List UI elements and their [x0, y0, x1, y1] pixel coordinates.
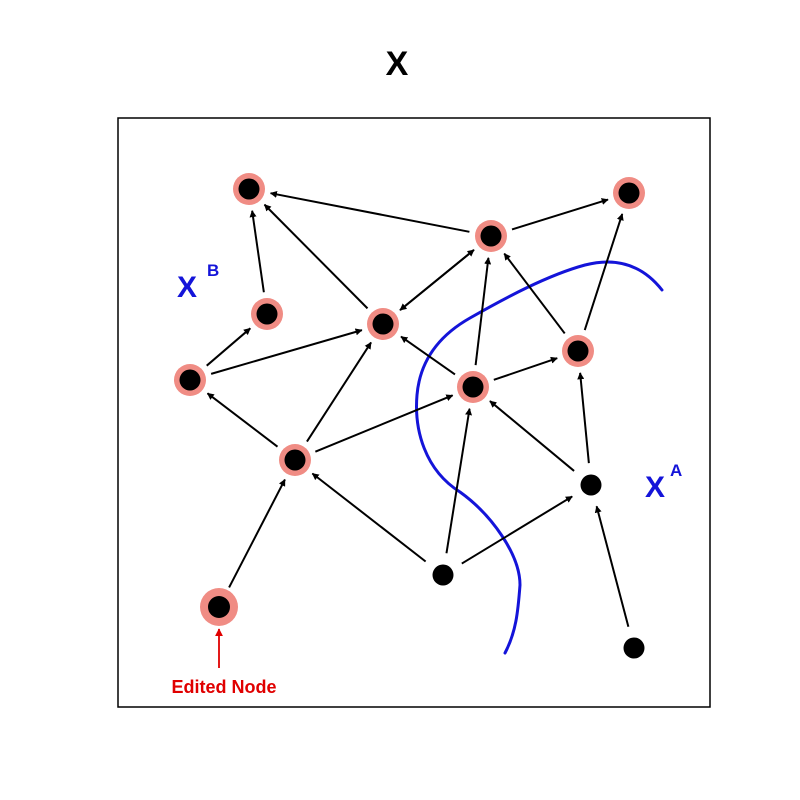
edge-n13-to-n8 [577, 372, 590, 464]
diagram-title: X [386, 45, 409, 83]
edge-n9-to-n6 [206, 392, 279, 448]
set-label-xb: X [177, 271, 197, 304]
edited-node-n11 [200, 588, 238, 626]
node-n14 [623, 637, 645, 659]
node-dot [618, 182, 640, 204]
node-dot [284, 449, 306, 471]
nodes-layer [174, 173, 645, 659]
node-n2 [613, 177, 645, 209]
node-dot [179, 369, 201, 391]
graph-frame [117, 117, 711, 708]
node-dot [623, 637, 645, 659]
edge-n9-to-n7 [314, 394, 454, 453]
set-label-xa: X [645, 471, 665, 504]
node-dot [256, 303, 278, 325]
edge-n6-to-n5 [210, 328, 363, 375]
edge-n5-to-n3 [399, 249, 475, 311]
node-dot [567, 340, 589, 362]
edge-n12-to-n13 [461, 495, 573, 565]
set-label-xa-superscript: A [670, 461, 682, 480]
node-n6 [174, 364, 206, 396]
node-dot [432, 564, 454, 586]
edge-n11-to-n9 [228, 478, 286, 588]
node-dot [462, 376, 484, 398]
edited-node-label: Edited Node [171, 677, 276, 697]
node-n12 [432, 564, 454, 586]
node-n7 [457, 371, 489, 403]
node-n3 [475, 220, 507, 252]
edge-n13-to-n7 [489, 400, 575, 472]
node-n8 [562, 335, 594, 367]
node-dot [372, 313, 394, 335]
edge-n3-to-n2 [511, 198, 609, 231]
edge-n9-to-n5 [306, 341, 372, 443]
edge-n12-to-n7 [445, 408, 472, 554]
edge-n4-to-n1 [249, 210, 265, 293]
edge-n7-to-n3 [474, 257, 492, 366]
edge-n3-to-n1 [269, 190, 470, 233]
edge-n8-to-n3 [503, 252, 566, 335]
edge-n5-to-n1 [263, 203, 369, 310]
node-dot [238, 178, 260, 200]
edge-n12-to-n9 [311, 472, 427, 563]
node-n9 [279, 444, 311, 476]
edge-n6-to-n4 [206, 327, 251, 367]
node-dot [480, 225, 502, 247]
node-n5 [367, 308, 399, 340]
node-n4 [251, 298, 283, 330]
edges-layer [206, 190, 630, 627]
edge-n8-to-n2 [583, 213, 624, 331]
node-n1 [233, 173, 265, 205]
edge-n7-to-n5 [400, 335, 456, 376]
edge-n14-to-n13 [594, 505, 630, 627]
node-dot [208, 596, 230, 618]
subgraph-boundary [415, 260, 664, 655]
edge-n7-to-n8 [493, 356, 558, 381]
set-label-xb-superscript: B [207, 261, 219, 280]
node-dot [580, 474, 602, 496]
node-n13 [580, 474, 602, 496]
